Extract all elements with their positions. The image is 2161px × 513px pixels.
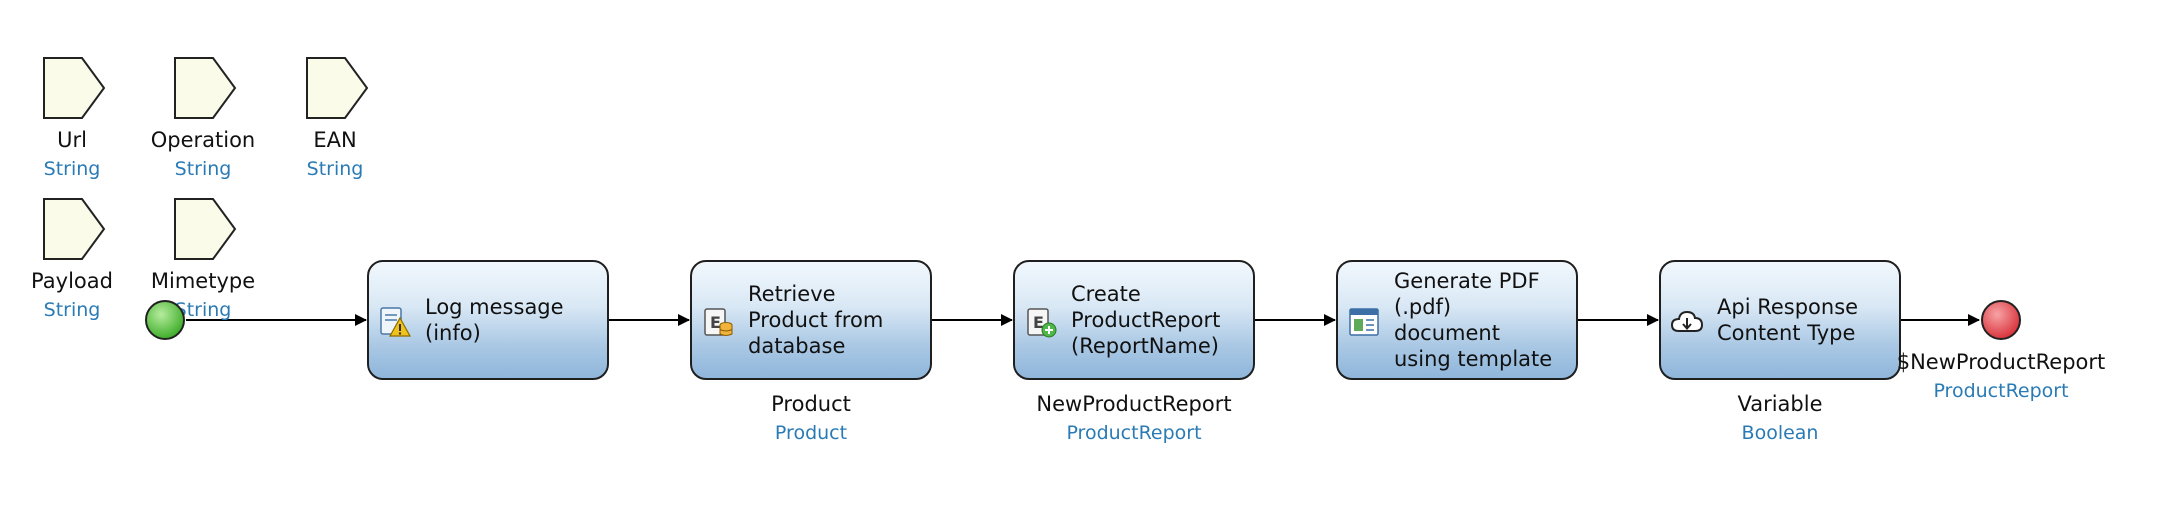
log-warning-icon xyxy=(380,307,412,337)
parameter-name: Mimetype xyxy=(150,269,256,293)
output-variable-type: ProductReport xyxy=(1066,422,1202,444)
parameter-shape-operation[interactable] xyxy=(173,56,237,120)
activity-retrieve-product[interactable]: E Retrieve Product from database xyxy=(690,260,932,380)
parameter-name: Operation xyxy=(150,128,256,152)
output-variable-type: Boolean xyxy=(1741,422,1819,444)
activity-label-text: Retrieve Product from database xyxy=(748,282,884,358)
end-event-return-type: ProductReport xyxy=(1933,380,2069,402)
parameter-shape-payload[interactable] xyxy=(42,197,106,261)
parameter-type: String xyxy=(174,299,232,321)
end-event[interactable] xyxy=(1980,299,2022,341)
parameter-shape-url[interactable] xyxy=(42,56,106,120)
activity-label-text: Create ProductReport (ReportName) xyxy=(1071,282,1221,358)
activity-label: Generate PDF (.pdf) document using templ… xyxy=(1394,262,1570,378)
parameter-type: String xyxy=(43,158,101,180)
activity-generate-pdf[interactable]: Generate PDF (.pdf) document using templ… xyxy=(1336,260,1578,380)
cloud-download-icon xyxy=(1670,310,1704,332)
activity-label-text: Log message (info) xyxy=(425,295,564,345)
parameter-name: EAN xyxy=(313,128,357,152)
activity-label-text: Generate PDF (.pdf) document using templ… xyxy=(1394,269,1553,371)
output-variable-type: Product xyxy=(774,422,848,444)
parameter-type: String xyxy=(306,158,364,180)
activity-label: Create ProductReport (ReportName) xyxy=(1071,262,1247,378)
document-template-icon xyxy=(1349,308,1379,336)
retrieve-database-icon: E xyxy=(704,308,733,336)
activity-label-text: Api Response Content Type xyxy=(1717,295,1859,345)
output-variable-name: NewProductReport xyxy=(1036,392,1232,416)
activity-label: Api Response Content Type xyxy=(1717,262,1893,378)
parameter-shape-ean[interactable] xyxy=(305,56,369,120)
output-variable-name: Product xyxy=(771,392,851,416)
activity-api-response-content-type[interactable]: Api Response Content Type xyxy=(1659,260,1901,380)
svg-text:E: E xyxy=(1033,313,1044,332)
svg-text:E: E xyxy=(710,313,721,332)
activity-create-product-report[interactable]: E Create ProductReport (ReportName) xyxy=(1013,260,1255,380)
parameter-name: Payload xyxy=(31,269,113,293)
parameter-type: String xyxy=(43,299,101,321)
parameter-name: Url xyxy=(57,128,87,152)
parameter-shape-mimetype[interactable] xyxy=(173,197,237,261)
parameter-type: String xyxy=(174,158,232,180)
end-event-return-value: $NewProductReport xyxy=(1896,350,2106,374)
create-object-icon: E xyxy=(1027,308,1057,338)
activity-label: Retrieve Product from database xyxy=(748,262,924,378)
start-event[interactable] xyxy=(144,299,186,341)
activity-log-message[interactable]: Log message (info) xyxy=(367,260,609,380)
activity-label: Log message (info) xyxy=(425,262,601,378)
output-variable-name: Variable xyxy=(1737,392,1823,416)
